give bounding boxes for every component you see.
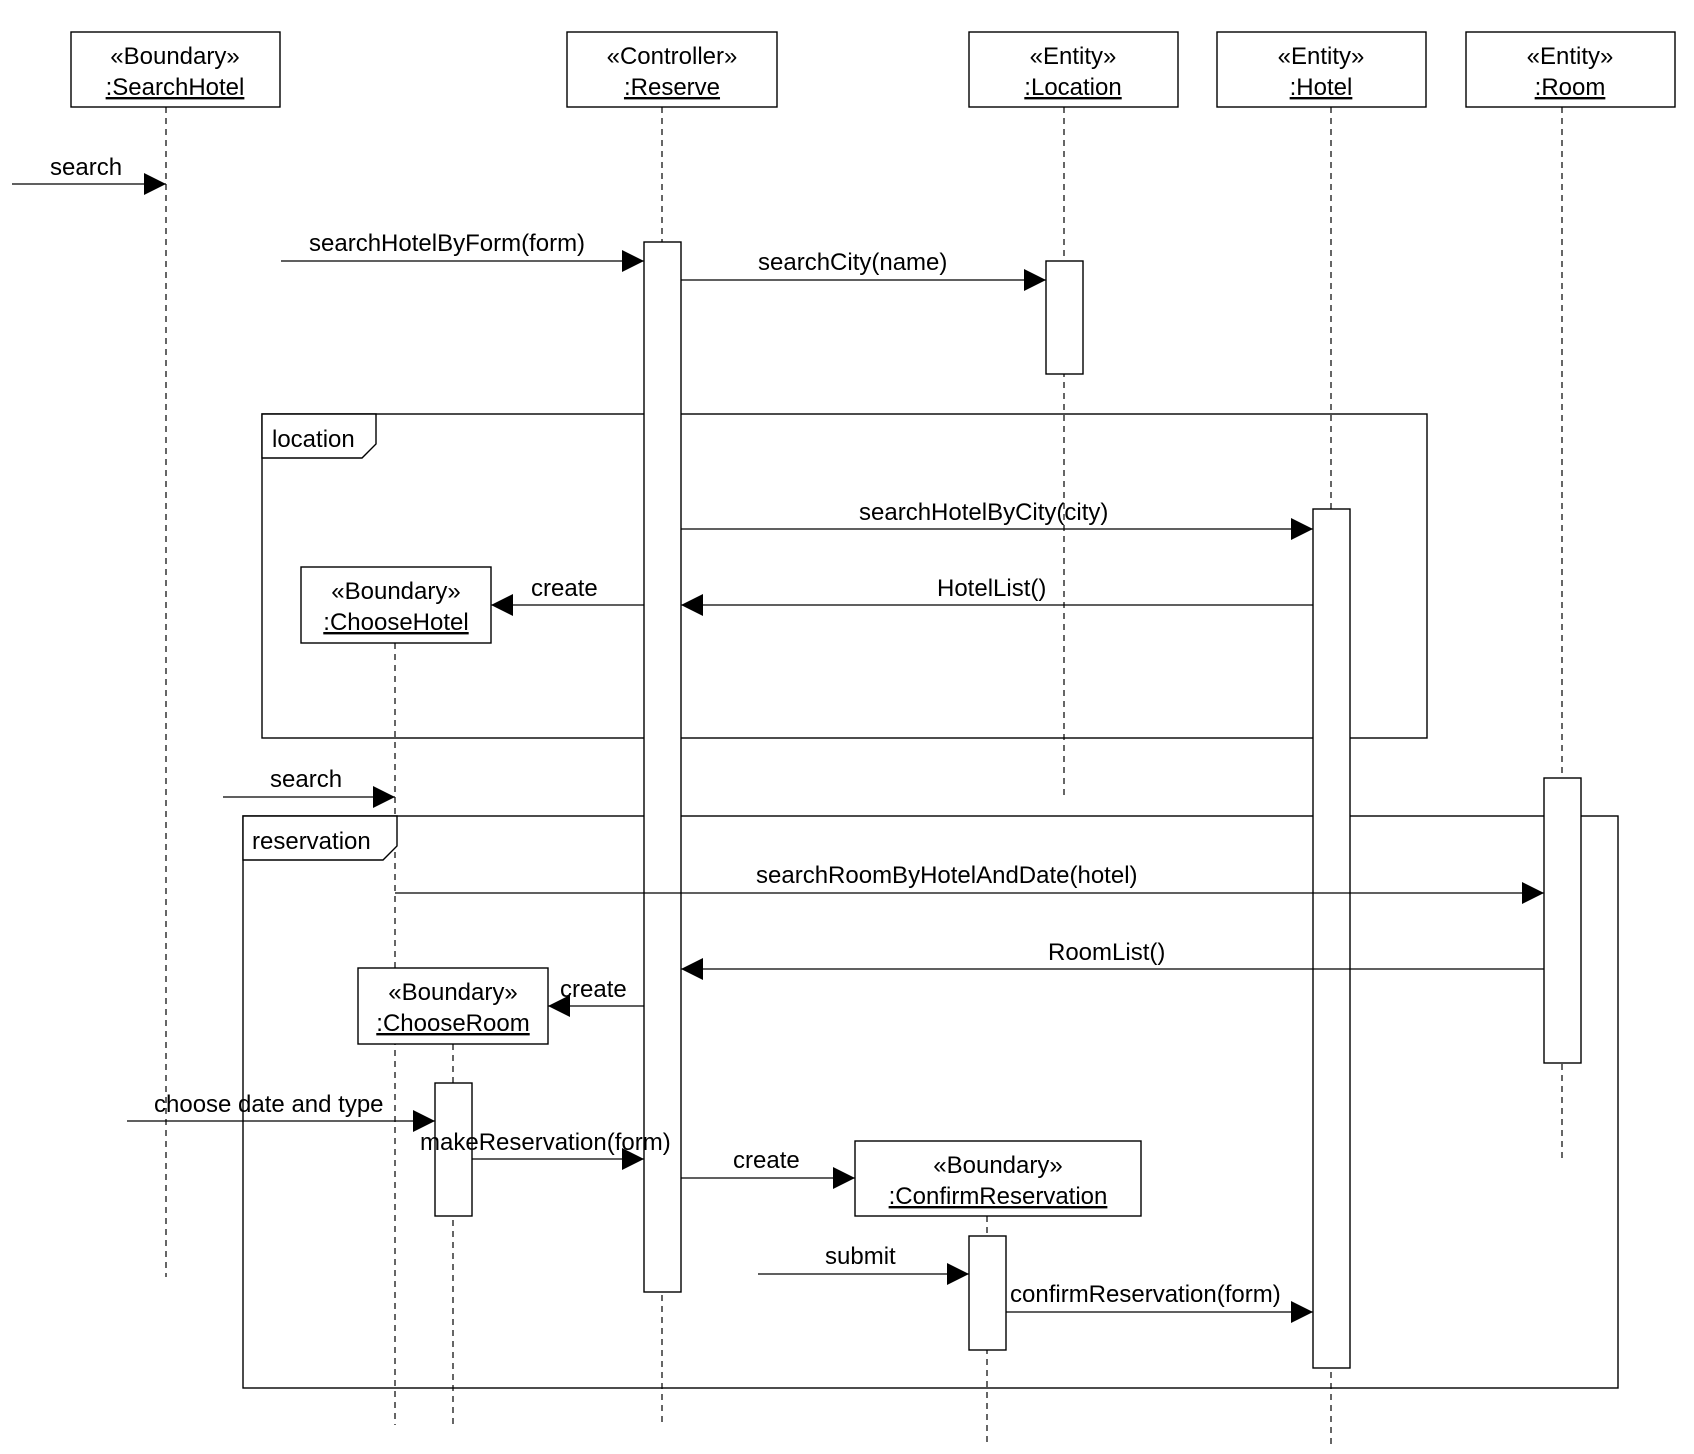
stereotype-label: «Entity»: [1030, 43, 1117, 70]
message-label: searchCity(name): [758, 249, 947, 276]
message-search-1: search: [12, 154, 166, 195]
message-label: search: [270, 766, 342, 793]
message-submit: submit: [758, 1243, 969, 1285]
message-create-choose-hotel: create: [491, 575, 644, 616]
frame-reservation: reservation: [242, 815, 1619, 1389]
participant-name: :ChooseRoom: [376, 1010, 529, 1037]
message-search-hotel-by-form: searchHotelByForm(form): [281, 230, 644, 272]
participant-name: :ConfirmReservation: [889, 1183, 1108, 1210]
participant-name: :SearchHotel: [106, 74, 245, 101]
participant-confirm-reservation: «Boundary» :ConfirmReservation: [854, 1140, 1142, 1217]
message-create-confirm: create: [681, 1147, 855, 1189]
message-label: confirmReservation(form): [1010, 1281, 1281, 1308]
participant-name: :Room: [1535, 74, 1606, 101]
participant-location: «Entity» :Location: [968, 31, 1179, 108]
message-choose-date-type: choose date and type: [127, 1091, 435, 1132]
participant-name: :Hotel: [1290, 74, 1353, 101]
activation-choose-room: [434, 1082, 473, 1217]
stereotype-label: «Boundary»: [933, 1152, 1062, 1179]
participant-room: «Entity» :Room: [1465, 31, 1676, 108]
message-search-hotel-by-city: searchHotelByCity(city): [681, 499, 1313, 540]
frame-label-location: location: [272, 426, 355, 453]
participant-name: :ChooseHotel: [323, 609, 468, 636]
message-create-choose-room: create: [548, 976, 644, 1017]
message-label: create: [733, 1147, 800, 1174]
participant-name: :Location: [1024, 74, 1121, 101]
message-label: searchRoomByHotelAndDate(hotel): [756, 862, 1138, 889]
activation-room: [1543, 777, 1582, 1064]
participant-name: :Reserve: [624, 74, 720, 101]
frame-label-reservation: reservation: [252, 828, 371, 855]
activation-confirm-reservation: [968, 1235, 1007, 1351]
participant-choose-hotel: «Boundary» :ChooseHotel: [300, 566, 492, 644]
message-search-room: searchRoomByHotelAndDate(hotel): [395, 862, 1544, 904]
message-confirm-reservation: confirmReservation(form): [1006, 1281, 1313, 1323]
message-search-city: searchCity(name): [681, 249, 1046, 291]
message-label: searchHotelByForm(form): [309, 230, 585, 257]
stereotype-label: «Entity»: [1278, 43, 1365, 70]
activation-hotel: [1312, 508, 1351, 1369]
message-hotel-list: HotelList(): [681, 575, 1313, 616]
stereotype-label: «Boundary»: [110, 43, 239, 70]
message-label: create: [531, 575, 598, 602]
message-label: RoomList(): [1048, 939, 1165, 966]
participant-search-hotel: «Boundary» :SearchHotel: [70, 31, 281, 108]
participant-choose-room: «Boundary» :ChooseRoom: [357, 967, 549, 1045]
message-label: searchHotelByCity(city): [859, 499, 1108, 526]
message-search-2: search: [223, 766, 395, 808]
message-label: create: [560, 976, 627, 1003]
message-make-reservation: makeReservation(form): [420, 1129, 671, 1170]
message-label: choose date and type: [154, 1091, 384, 1118]
participant-hotel: «Entity» :Hotel: [1216, 31, 1427, 108]
frame-location: location: [261, 413, 1428, 739]
stereotype-label: «Boundary»: [331, 578, 460, 605]
stereotype-label: «Entity»: [1527, 43, 1614, 70]
message-label: makeReservation(form): [420, 1129, 671, 1156]
stereotype-label: «Controller»: [607, 43, 738, 70]
message-label: search: [50, 154, 122, 181]
message-room-list: RoomList(): [681, 939, 1544, 980]
activation-reserve: [643, 241, 682, 1293]
activation-location: [1045, 260, 1084, 375]
participant-reserve: «Controller» :Reserve: [566, 31, 778, 108]
message-label: HotelList(): [937, 575, 1046, 602]
message-label: submit: [825, 1243, 896, 1270]
stereotype-label: «Boundary»: [388, 979, 517, 1006]
